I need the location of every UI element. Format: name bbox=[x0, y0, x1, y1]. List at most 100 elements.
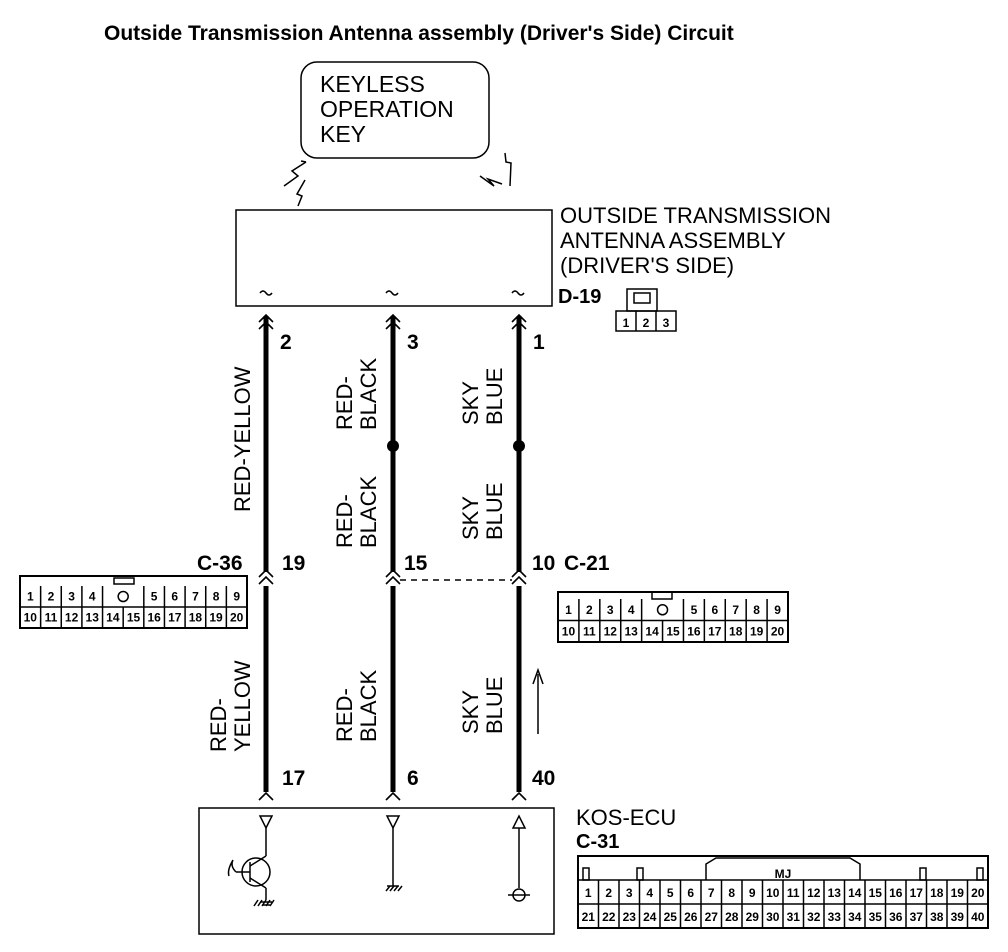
connector-pin: 24 bbox=[643, 910, 657, 924]
pin-number: 6 bbox=[407, 767, 419, 790]
connector-pin: 23 bbox=[623, 910, 637, 924]
connector-pin: 16 bbox=[687, 624, 701, 638]
connector-pin: 15 bbox=[127, 611, 141, 625]
c31-connector-icon: MJ 1212223234245256267278289291030113112… bbox=[577, 855, 989, 929]
wire-color-label: RED-YELLOW bbox=[230, 366, 255, 512]
connector-pin: 37 bbox=[910, 910, 924, 924]
connector-pin: 6 bbox=[687, 886, 694, 900]
kos-ecu: KOS-ECU C-31 bbox=[198, 805, 676, 935]
signal-direction-arrow-icon bbox=[532, 667, 544, 734]
connector-pin: 33 bbox=[828, 910, 842, 924]
wire-junction-dot bbox=[387, 440, 399, 452]
wire-junction-dot bbox=[513, 440, 525, 452]
ecu-connector-id: C-31 bbox=[576, 831, 619, 853]
connector-pin: 10 bbox=[24, 611, 38, 625]
connector-pin: 8 bbox=[728, 886, 735, 900]
connector-pin: 13 bbox=[625, 624, 639, 638]
ecu-name: KOS-ECU bbox=[576, 805, 676, 830]
connector-pin: 18 bbox=[729, 624, 743, 638]
connector-pin: 22 bbox=[602, 910, 616, 924]
pin-number: 3 bbox=[407, 331, 419, 354]
connector-pin: 19 bbox=[209, 611, 223, 625]
pin-number: 19 bbox=[282, 552, 305, 575]
connector-pin: 30 bbox=[766, 910, 780, 924]
ecu-connector-tab-label: MJ bbox=[775, 867, 792, 881]
connector-pin: 7 bbox=[192, 590, 199, 604]
key-label-line-3: KEY bbox=[320, 121, 366, 147]
signal-receiver-icon bbox=[508, 828, 530, 902]
connector-pin: 6 bbox=[171, 590, 178, 604]
antenna-label-line-3: (DRIVER'S SIDE) bbox=[560, 253, 734, 278]
transistor-icon bbox=[227, 828, 275, 907]
connector-pin: 5 bbox=[667, 886, 674, 900]
connector-pin: 9 bbox=[749, 886, 756, 900]
connector-pin: 16 bbox=[889, 886, 903, 900]
pin-number: 17 bbox=[282, 767, 305, 790]
connector-pin: 2 bbox=[586, 603, 593, 617]
d19-pin-2: 2 bbox=[643, 316, 650, 330]
connector-pin: 3 bbox=[626, 886, 633, 900]
wire-color-label: RED- bbox=[332, 688, 357, 742]
connector-pin: 12 bbox=[807, 886, 821, 900]
wire-color-label: BLACK bbox=[356, 476, 381, 548]
pin-number: 10 bbox=[532, 552, 555, 575]
keyless-operation-key: KEYLESS OPERATION KEY bbox=[300, 61, 490, 159]
connector-pin: 39 bbox=[951, 910, 965, 924]
wire-color-label: RED- bbox=[332, 376, 357, 430]
connector-pin: 7 bbox=[732, 603, 739, 617]
connector-pin: 40 bbox=[971, 910, 985, 924]
connector-pin: 10 bbox=[562, 624, 576, 638]
wire-color-label: BLUE bbox=[482, 483, 507, 540]
d19-pin-3: 3 bbox=[663, 316, 670, 330]
wire-color-label: BLACK bbox=[356, 670, 381, 742]
connector-pin: 12 bbox=[65, 611, 79, 625]
connector-pin: 17 bbox=[168, 611, 182, 625]
wire-middle bbox=[387, 316, 399, 792]
connector-pin: 20 bbox=[230, 611, 244, 625]
output-triangle-icon bbox=[511, 814, 527, 829]
connector-pin: 4 bbox=[646, 886, 653, 900]
connector-pin: 3 bbox=[68, 590, 75, 604]
connector-pin: 16 bbox=[147, 611, 161, 625]
connector-key-slot bbox=[656, 604, 669, 616]
input-triangle-icon bbox=[258, 815, 274, 830]
connector-pin: 3 bbox=[607, 603, 614, 617]
connector-pin: 17 bbox=[708, 624, 722, 638]
connector-pin: 5 bbox=[691, 603, 698, 617]
connector-pin: 11 bbox=[787, 886, 800, 900]
connector-pin: 11 bbox=[45, 611, 58, 625]
wire-color-label: RED- bbox=[332, 494, 357, 548]
connector-pin: 9 bbox=[774, 603, 781, 617]
connector-c21-label: C-21 bbox=[564, 552, 610, 575]
connector-pin: 19 bbox=[750, 624, 764, 638]
wire-color-label: SKY bbox=[458, 381, 483, 425]
connector-pin: 35 bbox=[869, 910, 883, 924]
connector-pin: 21 bbox=[582, 910, 596, 924]
pin-number: 2 bbox=[280, 331, 292, 354]
connector-pin: 2 bbox=[605, 886, 612, 900]
connector-pin: 27 bbox=[705, 910, 719, 924]
antenna-label-line-2: ANTENNA ASSEMBLY bbox=[560, 228, 786, 253]
antenna-label-line-1: OUTSIDE TRANSMISSION bbox=[560, 203, 831, 228]
radio-wave-icon bbox=[283, 160, 307, 207]
connector-pin: 26 bbox=[684, 910, 698, 924]
connector-pin: 2 bbox=[48, 590, 55, 604]
connector-pin: 8 bbox=[213, 590, 220, 604]
connector-pin: 15 bbox=[869, 886, 883, 900]
connector-pin: 18 bbox=[189, 611, 203, 625]
diagram-title: Outside Transmission Antenna assembly (D… bbox=[104, 22, 734, 45]
connector-pin: 12 bbox=[604, 624, 618, 638]
d19-connector-icon: 1 2 3 bbox=[615, 288, 677, 332]
radio-wave-icon bbox=[479, 152, 512, 187]
connector-pin: 5 bbox=[151, 590, 158, 604]
connector-pin: 11 bbox=[583, 624, 596, 638]
connector-pin: 6 bbox=[711, 603, 718, 617]
connector-pin: 13 bbox=[86, 611, 100, 625]
connector-pin: 8 bbox=[753, 603, 760, 617]
wire-color-label: BLUE bbox=[482, 677, 507, 734]
connector-pin: 29 bbox=[746, 910, 760, 924]
key-label-line-1: KEYLESS bbox=[320, 71, 425, 97]
